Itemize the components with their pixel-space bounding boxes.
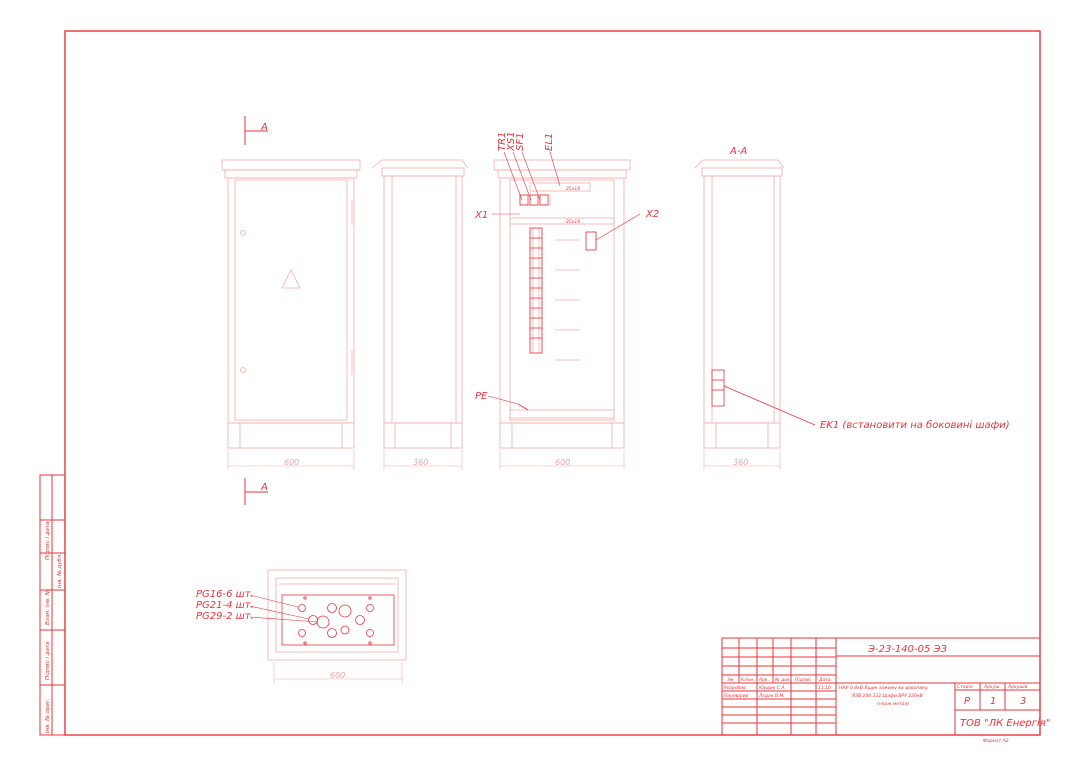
internal-devices — [517, 194, 597, 411]
company-name: ТОВ "ЛК Енергія" — [960, 717, 1050, 729]
strip-label-3: Інв. № дубл. — [57, 553, 63, 588]
developer-name: Юрдик С.А. — [759, 685, 786, 691]
front-view — [221, 159, 361, 449]
strip-label-1: Підпис і дата — [45, 521, 51, 560]
drawing-label: № док. — [774, 677, 791, 683]
description-line-2: ЯЗВ 200 332 Шафи ВРУ 220кВ — [851, 693, 923, 699]
strip-label-2: Взам. інв. № — [45, 589, 51, 625]
developer-role: Розробив — [724, 685, 746, 691]
small-label-1: 25x18 — [566, 186, 580, 192]
bottom-width-dim: 600 — [330, 671, 345, 680]
small-label-2: 25x18 — [566, 219, 580, 225]
internal-leaders — [487, 151, 641, 405]
drawing-label: Підпис — [795, 677, 812, 683]
description-line-3: (нерж.метал) — [877, 701, 909, 707]
checker-name: Лєдок В.М. — [758, 693, 785, 699]
label-el1: EL1 — [544, 133, 555, 151]
sheet-label: Аркуш — [983, 684, 999, 690]
section-view — [694, 159, 785, 449]
label-x2: X2 — [645, 209, 659, 220]
gland-pg16: PG16-6 шт. — [196, 589, 254, 600]
sheets-label: Аркушів — [1007, 684, 1028, 690]
label-xs1: XS1 — [506, 131, 517, 152]
label-sf1: SF1 — [515, 133, 526, 151]
heater-ek1 — [711, 369, 816, 426]
sheet-format: Формат А2 — [983, 738, 1009, 744]
drawing-label: Дата — [818, 677, 831, 683]
ek1-note: EK1 (встановити на боковині шафи) — [820, 419, 1010, 431]
section-arrow-top — [244, 116, 268, 145]
section-mark-top: A — [260, 122, 268, 133]
drawing-frame — [64, 30, 1041, 736]
label-x1: X1 — [474, 210, 488, 221]
open-width-dim: 600 — [555, 458, 570, 467]
sheets-value: 3 — [1020, 696, 1026, 707]
side-view — [371, 159, 469, 449]
section-arrow-bottom — [244, 478, 268, 505]
binding-strip-labels: Підпис і дата Взам. інв. № Інв. № дубл. … — [45, 521, 63, 733]
document-code: Э-23-140-05 ЭЗ — [867, 644, 948, 655]
stage-label: Стадія — [957, 684, 973, 690]
strip-label-5: Інв. № ориг. — [45, 698, 51, 733]
gland-leaders — [249, 594, 319, 623]
section-depth-dim: 360 — [733, 458, 748, 467]
side-depth-dim: 360 — [413, 458, 428, 467]
label-tr1: TR1 — [497, 132, 508, 151]
internal-view — [493, 159, 631, 449]
drawing-label: Зм. — [727, 677, 735, 683]
title-block-grid — [721, 637, 1041, 736]
stage-value: Р — [964, 696, 971, 707]
drawing-label: Кільк. — [741, 677, 755, 683]
drawing-label: Арк. — [758, 677, 769, 683]
terminal-rail-x1 — [529, 227, 543, 354]
section-title: A-A — [729, 146, 747, 157]
sheet-value: 1 — [990, 696, 996, 707]
title-col-headers: Зм. Кільк. Арк. № док. Підпис Дата — [727, 677, 831, 683]
binding-strip — [39, 474, 66, 736]
description-line-1: НКУ-0,4кВ Ящик зажиму кв доволину — [839, 685, 928, 691]
front-width-dim: 600 — [284, 458, 299, 467]
title-date: 11.10 — [818, 685, 831, 691]
checker-role: Перевірив — [724, 693, 748, 699]
gland-plate — [281, 594, 395, 646]
gland-pg21: PG21-4 шт. — [196, 600, 254, 611]
label-pe: PE — [475, 391, 488, 402]
strip-label-4: Підпис і дата — [45, 641, 51, 680]
section-mark-bottom: A — [260, 482, 268, 493]
bottom-view — [267, 569, 407, 661]
gland-pg29: PG29-2 шт. — [196, 611, 254, 622]
